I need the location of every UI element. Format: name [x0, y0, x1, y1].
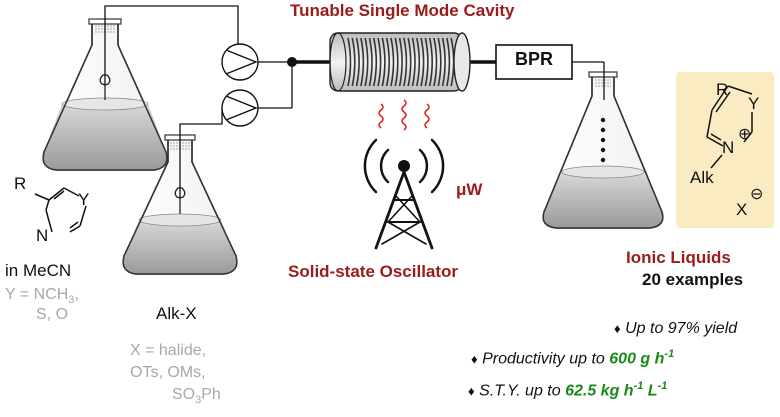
- coil-turn: [360, 37, 365, 87]
- coil-turn: [377, 37, 382, 87]
- reactant-ring-structure: [34, 187, 87, 233]
- bpr-box: [495, 44, 573, 80]
- coil-turn: [373, 37, 378, 87]
- ring-n-label: N: [36, 226, 49, 245]
- product-y-label: Y: [748, 94, 760, 113]
- positive-charge-icon: ⊕: [738, 126, 752, 143]
- coil-turn: [390, 37, 395, 87]
- coil-turn: [398, 37, 403, 87]
- coil-turn: [437, 37, 442, 87]
- product-ring-structure: [706, 85, 753, 169]
- examples-count: 20 examples: [642, 270, 744, 289]
- coil-turn: [385, 37, 390, 87]
- coil-turn: [381, 37, 386, 87]
- y-options-line2: S, O: [36, 306, 69, 323]
- coil-turn: [411, 37, 416, 87]
- negative-charge-icon: ⊖: [750, 186, 764, 203]
- y-options-line1: Y = NCH3,: [5, 286, 79, 307]
- coil-turn: [355, 37, 360, 87]
- coil-reactor-icon: [329, 32, 471, 92]
- pump-icon: [221, 89, 259, 127]
- antenna-tower-icon: [363, 138, 445, 250]
- x-options-line2: OTs, OMs,: [130, 364, 206, 381]
- product-r-label: R: [716, 80, 729, 99]
- microwave-waves-icon: [378, 99, 430, 131]
- coil-turn: [450, 37, 455, 87]
- cavity-title: Tunable Single Mode Cavity: [290, 1, 515, 20]
- product-n-label: N: [722, 138, 735, 157]
- tubing-lines: [104, 5, 605, 198]
- bpr-label: BPR: [515, 49, 554, 69]
- coil-turn: [424, 37, 429, 87]
- bullet-icon: ♦: [468, 383, 475, 399]
- ring-r-label: R: [14, 174, 27, 193]
- coil-turn: [416, 37, 421, 87]
- coil-turn: [403, 37, 408, 87]
- product-alk-label: Alk: [690, 168, 714, 187]
- coil-turn: [351, 37, 356, 87]
- coil-turn: [368, 37, 373, 87]
- product-x-label: X: [736, 200, 748, 219]
- bullet-icon: ♦: [614, 321, 621, 336]
- tubing-junction: [287, 57, 297, 67]
- bullet-icon: ♦: [471, 351, 478, 367]
- coil-turn: [446, 37, 451, 87]
- bullet-sty: ♦ S.T.Y. up to 62.5 kg h-1 L-1: [468, 380, 668, 400]
- ring-y-label: Y: [78, 190, 90, 209]
- coil-turn: [407, 37, 412, 87]
- coil-turn: [433, 37, 438, 87]
- pump-icon: [221, 43, 259, 81]
- solvent-label: in MeCN: [5, 261, 72, 280]
- oscillator-label: Solid-state Oscillator: [288, 262, 459, 281]
- x-options-line1: X = halide,: [130, 342, 207, 359]
- coil-turn: [441, 37, 446, 87]
- microwave-label: μW: [456, 180, 483, 199]
- product-box: [676, 72, 774, 228]
- coil-turn: [420, 37, 425, 87]
- x-options-line3: SO3Ph: [172, 386, 221, 407]
- bullet-productivity: ♦ Productivity up to 600 g h-1: [471, 348, 675, 368]
- drip-dots-icon: [600, 117, 606, 163]
- coil-turn: [428, 37, 433, 87]
- coil-turn: [394, 37, 399, 87]
- results-title: Ionic Liquids: [626, 248, 731, 267]
- bullet-yield: ♦ Up to 97% yield: [614, 320, 738, 337]
- coil-turn: [347, 37, 352, 87]
- reagent-label: Alk-X: [156, 304, 197, 323]
- coil-turn: [364, 37, 369, 87]
